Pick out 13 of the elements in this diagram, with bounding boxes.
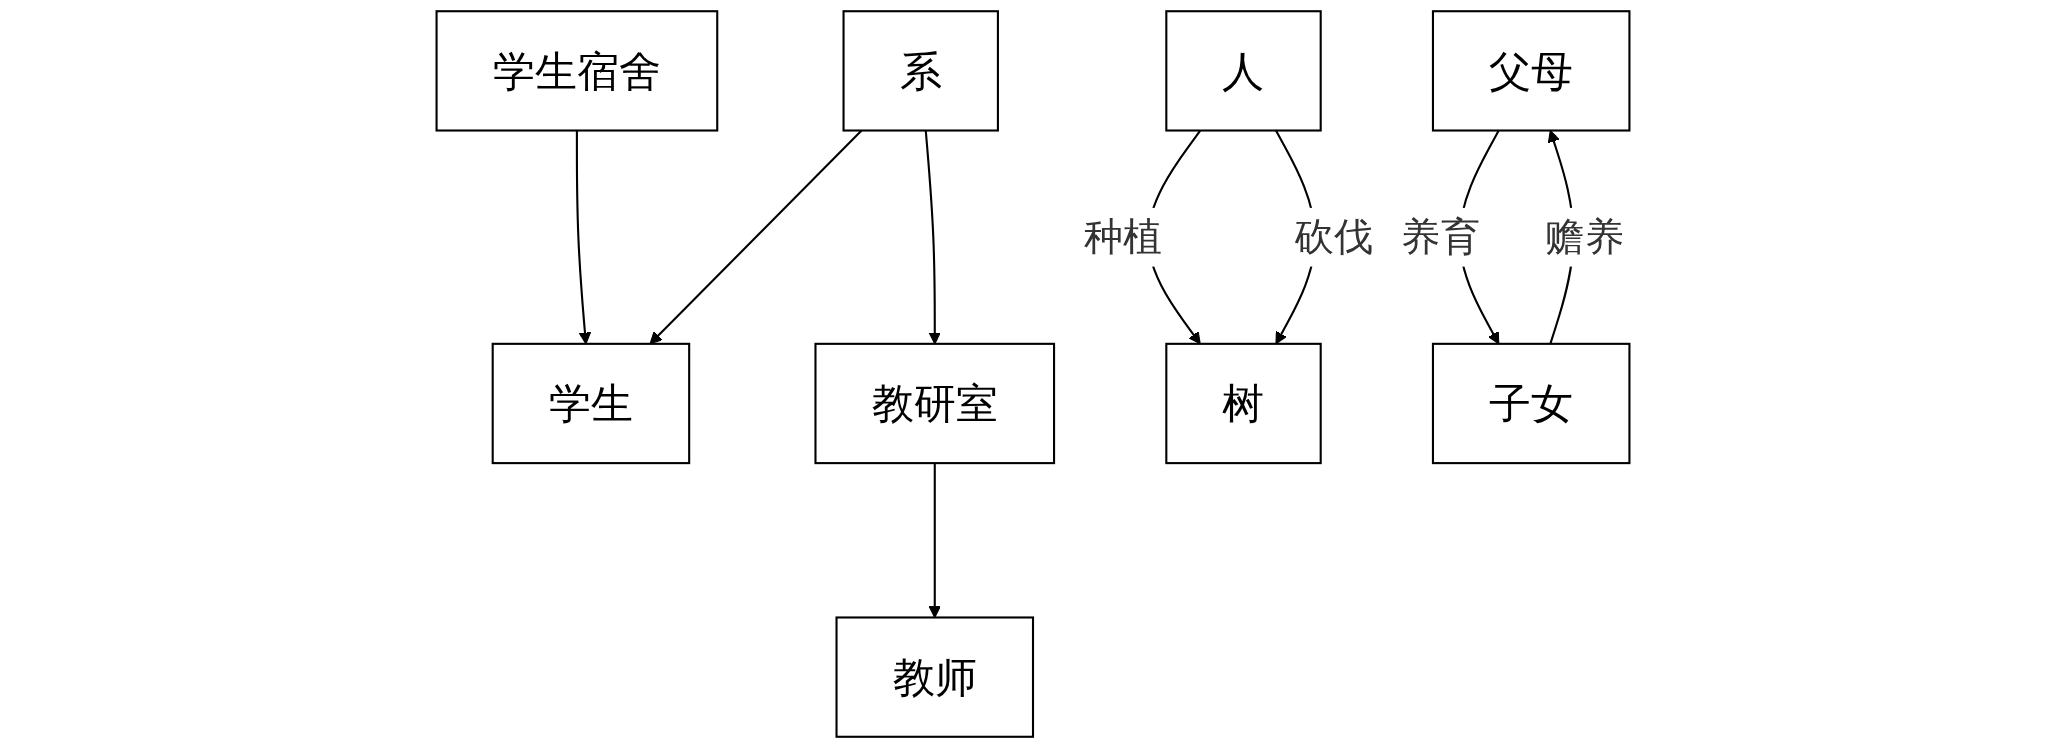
node-box: 教师 <box>835 616 1035 738</box>
edge-label: 砍伐 <box>1294 213 1374 260</box>
node-box: 人 <box>1165 10 1322 132</box>
node-box: 教研室 <box>814 342 1056 465</box>
edge-label: 养育 <box>1401 213 1480 260</box>
node-box: 学生 <box>491 342 691 465</box>
node-box: 学生宿舍 <box>435 10 719 132</box>
node-box: 父母 <box>1431 10 1631 132</box>
node-box: 系 <box>842 10 999 132</box>
node-box: 子女 <box>1431 342 1631 465</box>
node-box: 树 <box>1165 342 1322 465</box>
edge-label: 种植 <box>1083 213 1163 260</box>
edge-label: 赡养 <box>1545 213 1624 260</box>
